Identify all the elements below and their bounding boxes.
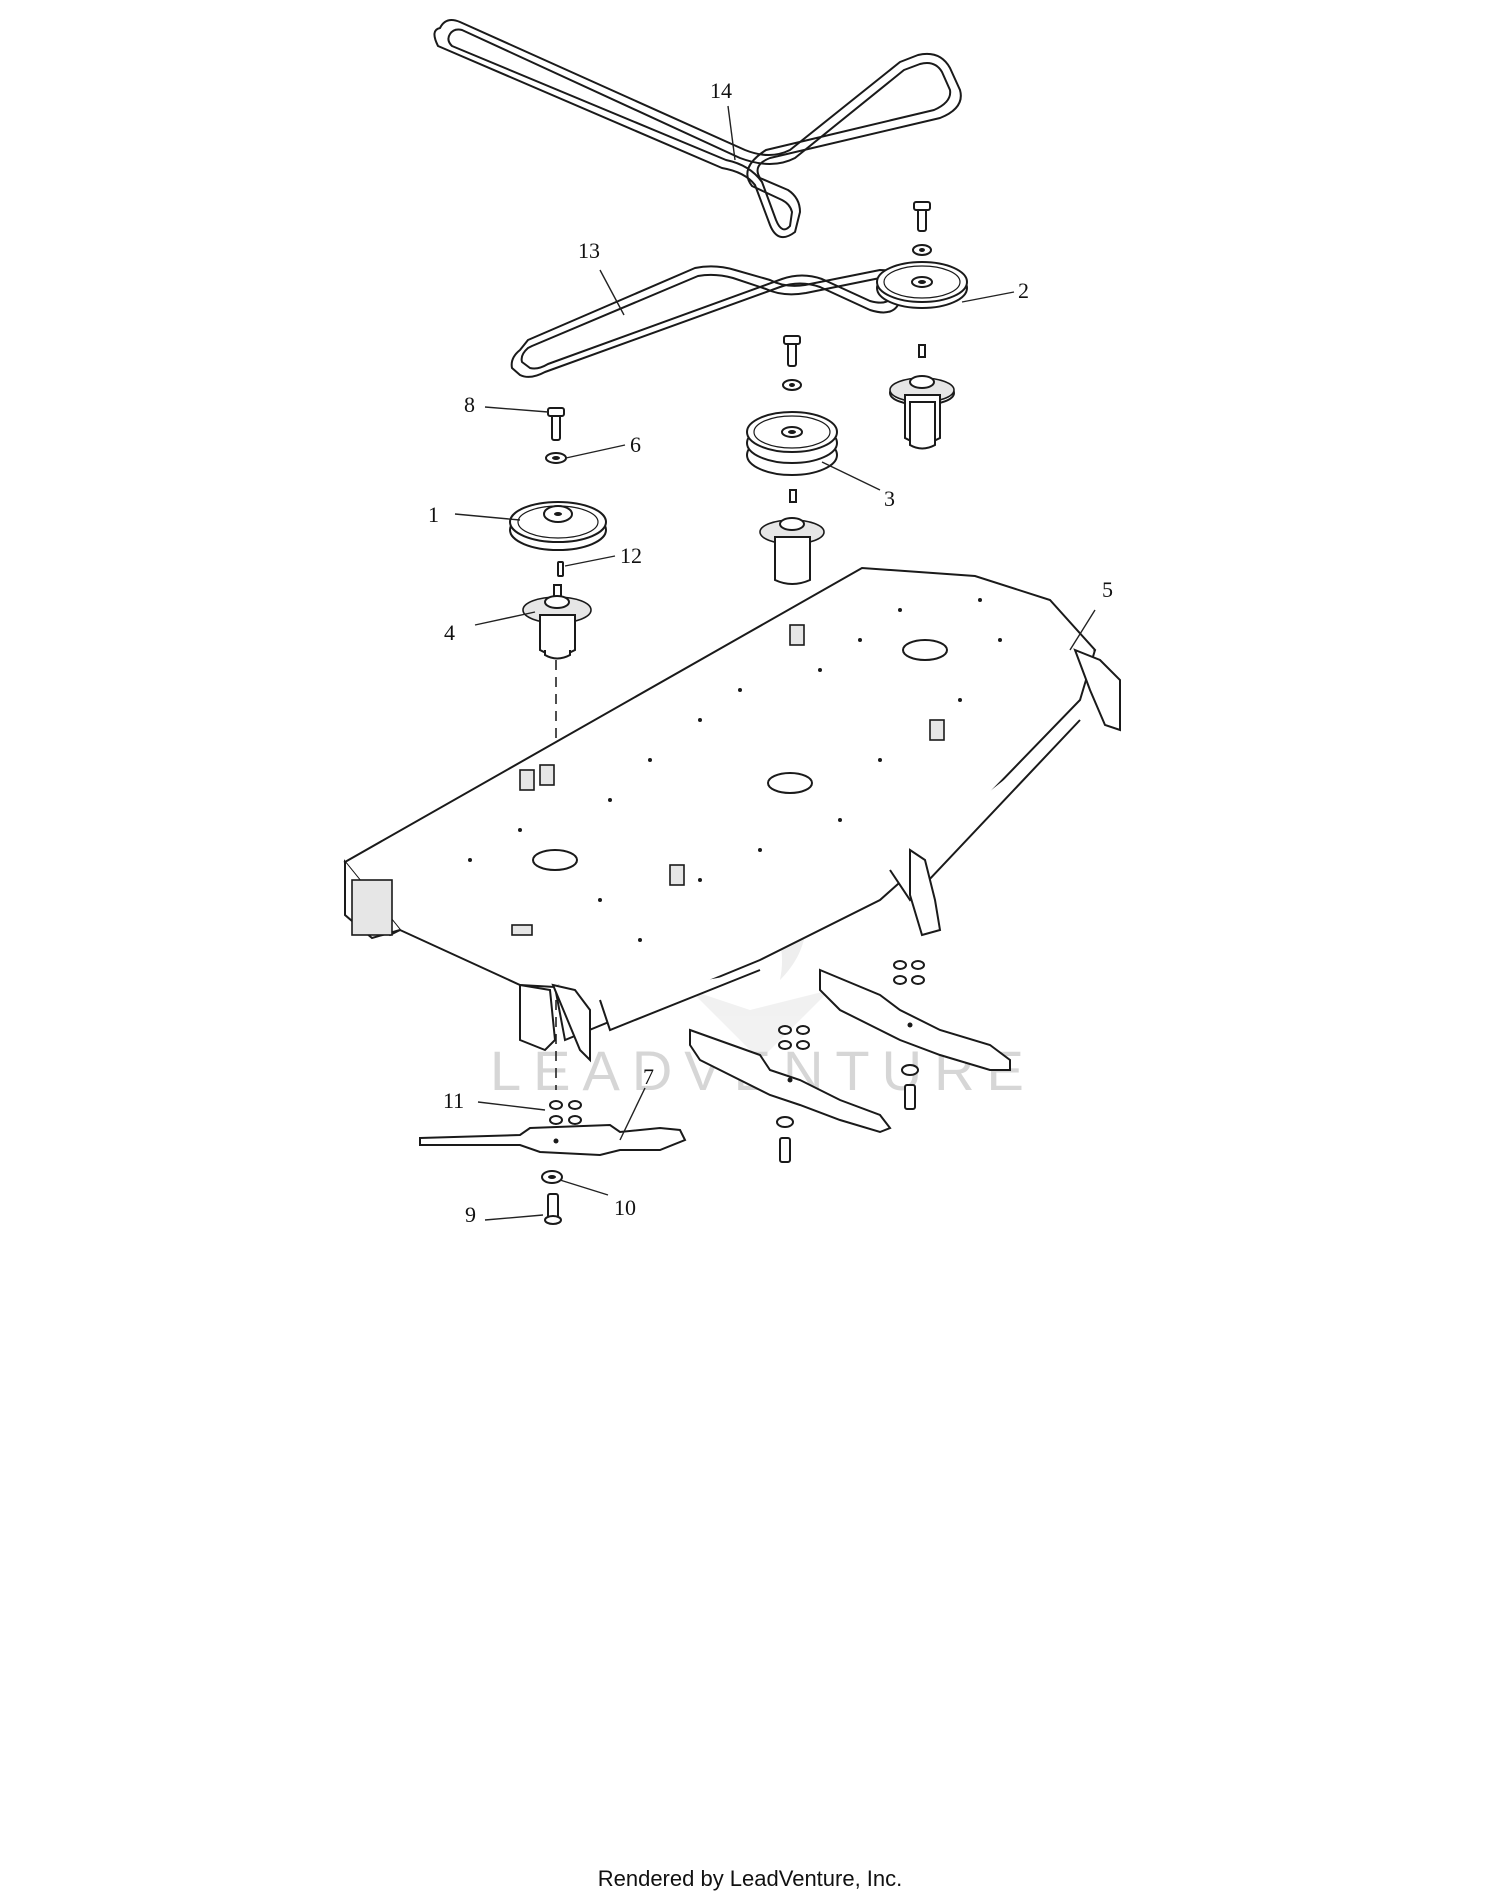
deck-5 bbox=[343, 566, 1121, 1063]
footer-credit: Rendered by LeadVenture, Inc. bbox=[597, 1866, 903, 1891]
blade-bolt-middle bbox=[776, 1116, 794, 1163]
callout-1: 1 bbox=[428, 502, 439, 527]
belt-14 bbox=[433, 19, 962, 239]
spindle-4 bbox=[522, 584, 592, 660]
callouts: 14 13 2 8 6 3 1 12 5 4 7 11 10 9 bbox=[428, 78, 1113, 1227]
callout-12: 12 bbox=[620, 543, 642, 568]
pulley-3 bbox=[746, 411, 838, 476]
cap-screw-3 bbox=[782, 335, 802, 391]
key-12 bbox=[557, 561, 564, 577]
blade-middle bbox=[689, 1028, 892, 1134]
spindle-middle bbox=[759, 489, 825, 585]
blade-nuts bbox=[549, 960, 925, 1125]
callout-2: 2 bbox=[1018, 278, 1029, 303]
washer-6 bbox=[545, 452, 567, 464]
pulley-2 bbox=[876, 261, 968, 309]
callout-14: 14 bbox=[710, 78, 732, 103]
callout-13: 13 bbox=[578, 238, 600, 263]
blade-right bbox=[819, 968, 1011, 1071]
cap-screw-8 bbox=[547, 407, 565, 441]
callout-3: 3 bbox=[884, 486, 895, 511]
leader-lines bbox=[454, 105, 1096, 1221]
cap-screw-2 bbox=[912, 201, 932, 256]
callout-11: 11 bbox=[443, 1088, 464, 1113]
washer-10 bbox=[541, 1170, 563, 1184]
callout-9: 9 bbox=[465, 1202, 476, 1227]
callout-8: 8 bbox=[464, 392, 475, 417]
callout-5: 5 bbox=[1102, 577, 1113, 602]
callout-10: 10 bbox=[614, 1195, 636, 1220]
pulley-1 bbox=[509, 501, 607, 551]
belt-13 bbox=[510, 265, 903, 378]
callout-6: 6 bbox=[630, 432, 641, 457]
callout-4: 4 bbox=[444, 620, 455, 645]
spindle-right bbox=[889, 344, 955, 450]
blade-bolt-right bbox=[901, 1064, 919, 1110]
blade-7 bbox=[419, 1123, 687, 1157]
blade-bolt-9 bbox=[544, 1193, 562, 1225]
callout-7: 7 bbox=[643, 1064, 654, 1089]
